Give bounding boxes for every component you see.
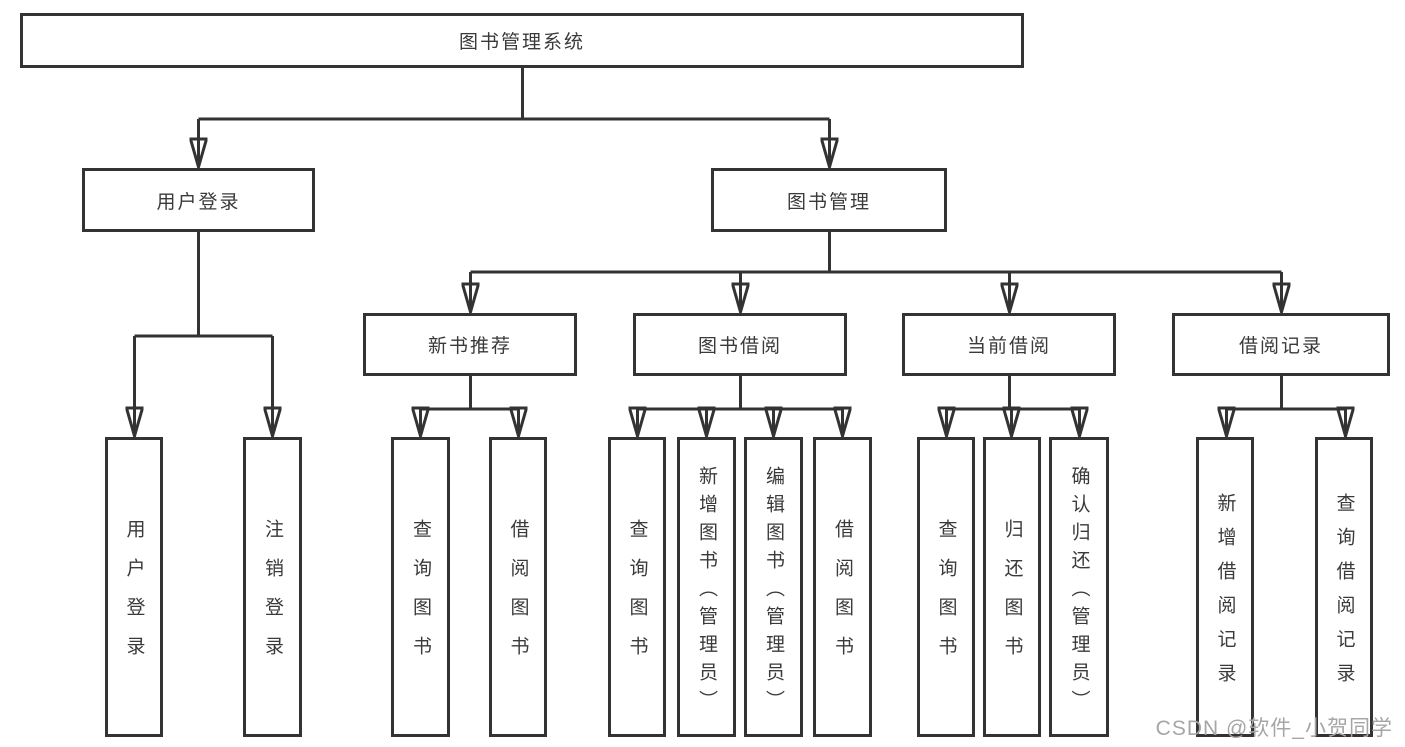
leaf-records-query-record: 查询借阅记录 [1315, 437, 1373, 737]
leaf-borrow-borrow-books: 借阅图书 [813, 437, 872, 737]
leaf-user-logout-label: 注销登录 [262, 519, 283, 675]
leaf-recommend-query-books-label: 查询图书 [410, 519, 431, 675]
leaf-current-return-books: 归还图书 [983, 437, 1041, 737]
leaf-user-login-label: 用户登录 [123, 519, 145, 675]
node-book-borrow: 图书借阅 [633, 313, 847, 376]
leaf-recommend-query-books: 查询图书 [391, 437, 450, 737]
leaf-current-query-books: 查询图书 [917, 437, 975, 737]
leaf-borrow-query-books: 查询图书 [608, 437, 666, 737]
leaf-current-return-books-label: 归还图书 [1001, 519, 1023, 675]
leaf-current-confirm-return-admin-label: 确认归还（管理员） [1068, 465, 1090, 718]
leaf-records-query-record-label: 查询借阅记录 [1333, 492, 1355, 697]
leaf-borrow-edit-books-admin-label: 编辑图书（管理员） [763, 465, 784, 718]
leaf-borrow-add-books-admin-label: 新增图书（管理员） [696, 465, 717, 718]
leaf-borrow-query-books-label: 查询图书 [626, 519, 648, 675]
node-new-book-recommend: 新书推荐 [363, 313, 577, 376]
leaf-records-add-record-label: 新增借阅记录 [1214, 492, 1236, 697]
leaf-recommend-borrow-books-label: 借阅图书 [507, 519, 529, 675]
leaf-borrow-edit-books-admin: 编辑图书（管理员） [744, 437, 803, 737]
leaf-current-confirm-return-admin: 确认归还（管理员） [1049, 437, 1109, 737]
node-borrow-records: 借阅记录 [1172, 313, 1390, 376]
leaf-current-query-books-label: 查询图书 [935, 519, 957, 675]
leaf-user-logout: 注销登录 [243, 437, 302, 737]
node-user-login-branch: 用户登录 [82, 168, 315, 232]
leaf-records-add-record: 新增借阅记录 [1196, 437, 1254, 737]
node-root: 图书管理系统 [20, 13, 1024, 68]
node-book-management-branch: 图书管理 [711, 168, 947, 232]
node-current-borrow: 当前借阅 [902, 313, 1116, 376]
leaf-recommend-borrow-books: 借阅图书 [489, 437, 547, 737]
leaf-borrow-borrow-books-label: 借阅图书 [832, 519, 853, 675]
leaf-borrow-add-books-admin: 新增图书（管理员） [677, 437, 736, 737]
csdn-watermark: CSDN @软件_小贺同学 [1155, 717, 1393, 740]
leaf-user-login: 用户登录 [105, 437, 163, 737]
